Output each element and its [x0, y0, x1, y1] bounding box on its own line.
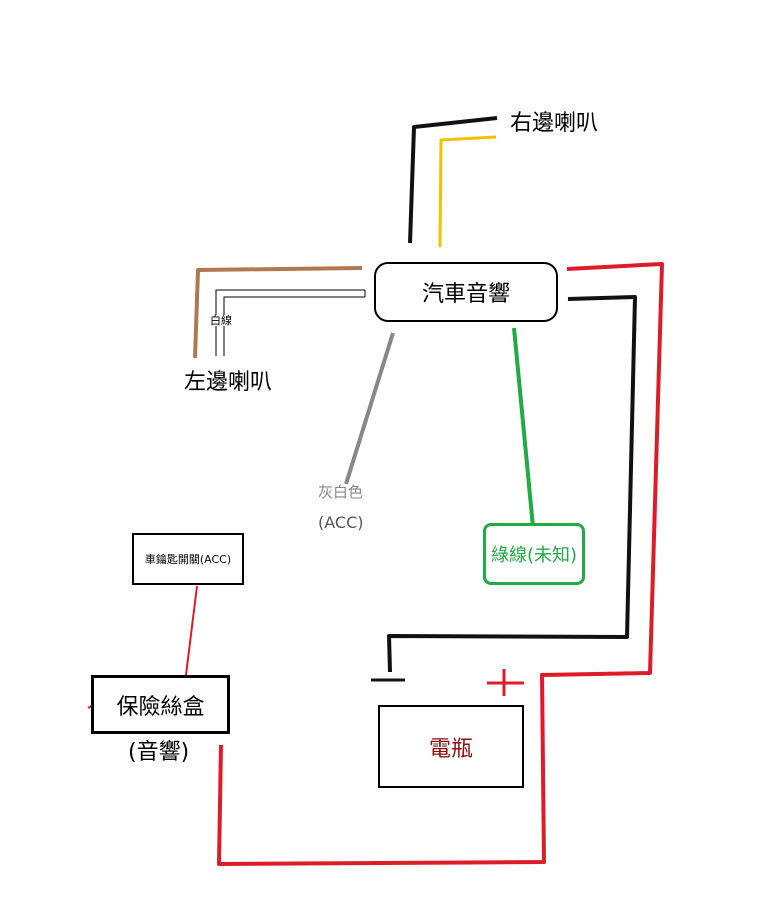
right-speaker-label: 右邊喇叭 [510, 111, 599, 136]
car-stereo-label: 汽車音響 [421, 282, 510, 307]
fuse-box-label: 保險絲盒 [116, 694, 205, 720]
acc-label: (ACC) [318, 513, 364, 532]
gray-white-label: 灰白色 [318, 483, 364, 501]
black-ground-wire [387, 295, 637, 673]
white-wire-label: 白線 [210, 314, 232, 327]
green-wire-box: 綠線(未知) [483, 523, 585, 585]
green-wire-label: 綠線(未知) [490, 545, 578, 566]
left-speaker-label: 左邊喇叭 [184, 370, 273, 395]
green-wire [512, 327, 535, 528]
battery-plus-mark [487, 669, 524, 696]
battery-box: 電瓶 [378, 705, 524, 788]
key-switch-box: 車鑰匙開關(ACC) [132, 533, 244, 585]
fuse-box: 保險絲盒 [91, 675, 230, 734]
car-stereo-box: 汽車音響 [374, 262, 558, 322]
white-wire-left-speaker [215, 289, 366, 356]
brown-wire-left-speaker [193, 266, 363, 359]
red-power-wire [217, 262, 664, 866]
gray-acc-wire [344, 332, 395, 485]
black-wire-right-speaker [408, 116, 498, 244]
battery-label: 電瓶 [428, 736, 473, 762]
red-key-to-fuse-wire [185, 585, 198, 676]
key-switch-label: 車鑰匙開關(ACC) [144, 553, 232, 566]
fuse-box-sublabel: (音響) [128, 740, 190, 765]
yellow-wire-right-speaker [438, 135, 497, 248]
